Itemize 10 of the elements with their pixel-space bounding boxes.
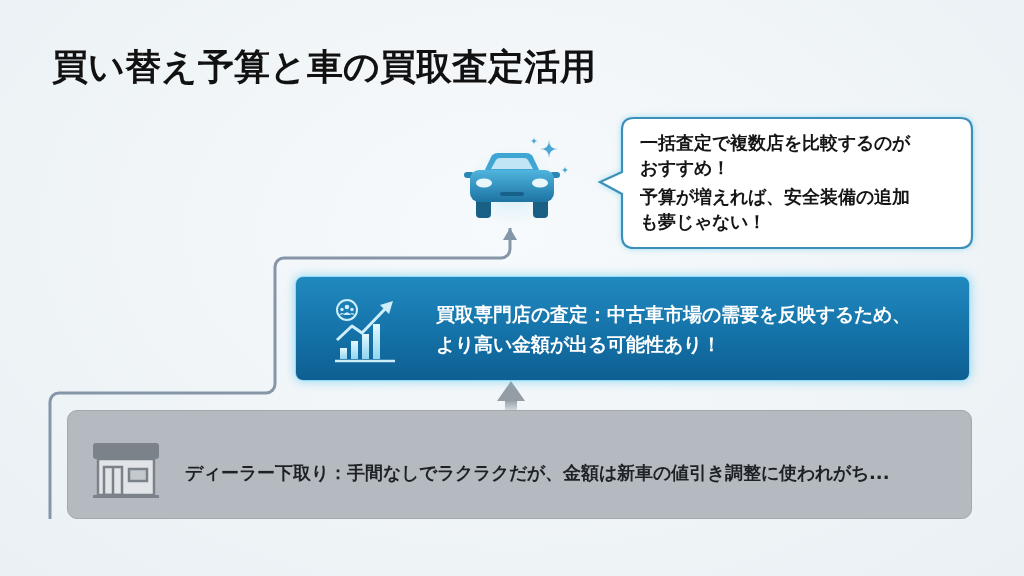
info-panel: [67, 410, 972, 519]
speech-bubble: [598, 116, 974, 250]
arrow: [48, 228, 517, 519]
bubble-text: 予算が増えれば、安全装備の追加も夢じゃない！: [640, 185, 911, 234]
highlight-panel: [295, 276, 970, 381]
arrow: [497, 381, 525, 410]
bubble-text: 一括査定で複数店を比較するのがおすすめ！: [640, 131, 912, 180]
panel-text: 買取専門店の査定：中古車市場の需要を反映するため、より高い金額が出る可能性あり！: [436, 302, 912, 357]
panel-text: ディーラー下取り：手間なしでラクラクだが、金額は新車の値引き調整に使われがち...: [185, 461, 891, 485]
title: 買い替え予算と車の買取査定活用: [52, 45, 596, 88]
